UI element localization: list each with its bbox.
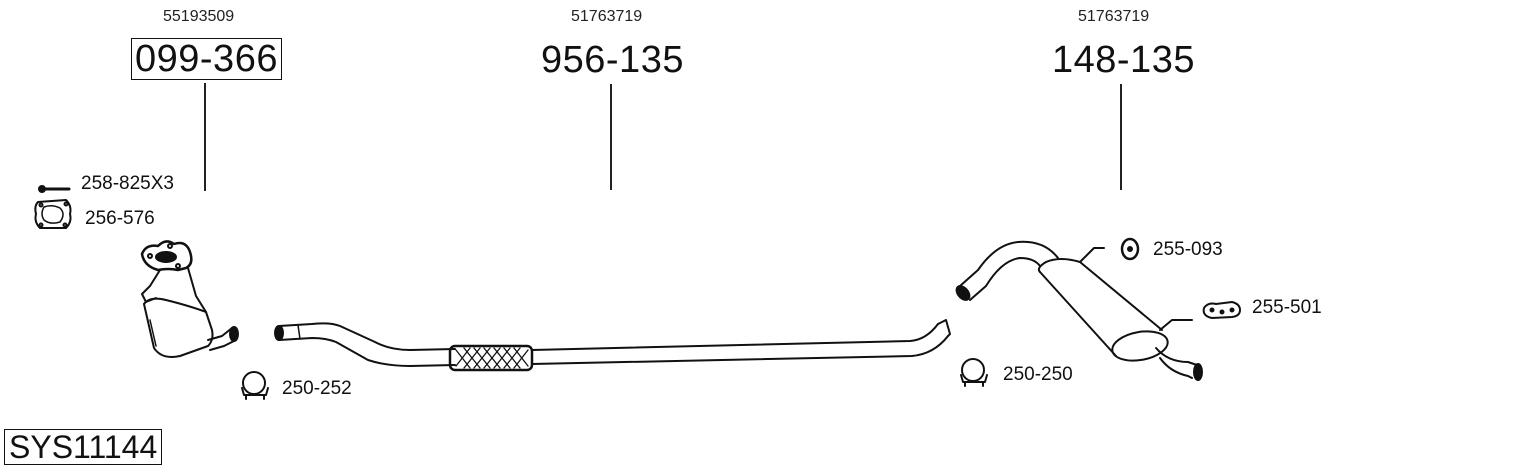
leader-line: [1120, 84, 1122, 190]
rubber-mount-icon: [1120, 237, 1140, 261]
oem-number: 51763719: [571, 8, 643, 25]
oem-number: 55193509: [163, 8, 235, 25]
part-number-rear-silencer[interactable]: 148-135: [1052, 39, 1195, 81]
part-number-catalytic-converter[interactable]: 099-366: [131, 38, 282, 80]
middle-pipe-drawing: [274, 319, 951, 372]
accessory-hanger-label[interactable]: 255-501: [1252, 297, 1322, 318]
accessory-clamp-label[interactable]: 250-250: [1003, 364, 1073, 385]
leader-line: [204, 83, 206, 191]
catalytic-converter-drawing: [140, 240, 239, 358]
system-code: SYS11144: [4, 429, 163, 465]
accessory-bolt-label[interactable]: 258-825X3: [81, 173, 174, 194]
clamp-icon: [241, 371, 269, 400]
hanger-icon: [1202, 301, 1241, 319]
oem-number: 51763719: [1078, 8, 1150, 25]
accessory-rubber-mount-label[interactable]: 255-093: [1153, 239, 1223, 260]
gasket-icon: [34, 199, 72, 229]
accessory-gasket-label[interactable]: 256-576: [85, 208, 155, 229]
bolt-icon: [38, 185, 71, 193]
leader-line: [610, 84, 612, 190]
clamp-icon: [960, 358, 988, 387]
accessory-clamp-label[interactable]: 250-252: [282, 378, 352, 399]
rear-silencer-drawing: [955, 240, 1203, 381]
part-number-middle-pipe[interactable]: 956-135: [541, 39, 684, 81]
